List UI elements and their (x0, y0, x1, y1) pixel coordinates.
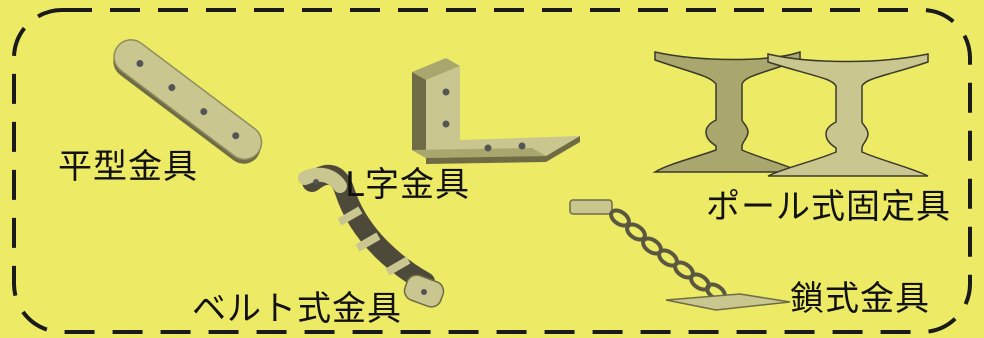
dashed-frame (12, 8, 972, 334)
l-bracket-image (412, 58, 580, 164)
flat-bracket-image (113, 39, 263, 164)
label-flat-bracket: 平型金具 (58, 147, 198, 187)
belt-bracket-image (298, 164, 445, 308)
label-chain-bracket: 鎖式金具 (790, 279, 930, 319)
chain-bracket-image (569, 199, 791, 311)
label-pole-fixture: ポール式固定具 (706, 187, 951, 227)
pole-fixture-image (652, 50, 929, 177)
label-belt-bracket: ベルト式金具 (192, 289, 402, 329)
label-l-bracket: L字金具 (345, 165, 470, 205)
